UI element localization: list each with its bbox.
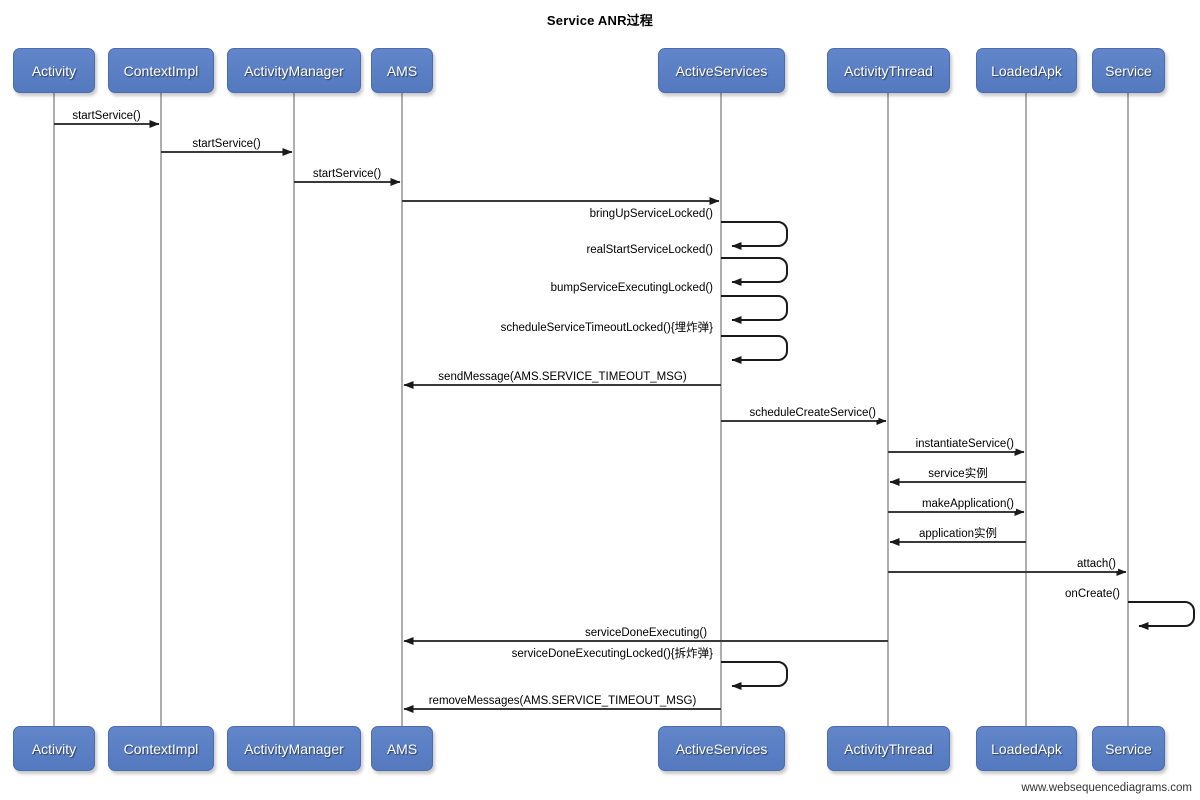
message-label-m12: service实例: [926, 468, 990, 481]
participant-activitythread-top[interactable]: ActivityThread: [827, 48, 950, 93]
participant-label: Service: [1105, 740, 1152, 757]
participant-label: ContextImpl: [123, 62, 199, 79]
participant-service-bottom[interactable]: Service: [1092, 726, 1165, 771]
message-label-m10: scheduleCreateService(): [747, 407, 878, 420]
message-label-m15: attach(): [1075, 558, 1118, 571]
participant-label: Service: [1105, 62, 1152, 79]
message-label-m17: serviceDoneExecuting(): [582, 627, 710, 640]
message-label-m16: onCreate(): [1063, 588, 1122, 601]
participant-label: Activity: [31, 62, 77, 79]
participant-activitymanager-top[interactable]: ActivityManager: [227, 48, 361, 93]
participant-activeservices-bottom[interactable]: ActiveServices: [658, 726, 785, 771]
participant-label: LoadedApk: [991, 62, 1062, 79]
page-title: Service ANR过程: [546, 13, 654, 28]
participant-activity-top[interactable]: Activity: [13, 48, 95, 93]
participant-activitythread-bottom[interactable]: ActivityThread: [827, 726, 950, 771]
footer-credit: www.websequencediagrams.com: [1021, 782, 1192, 794]
participant-contextimpl-top[interactable]: ContextImpl: [108, 48, 214, 93]
arrows-group: [54, 120, 1195, 713]
participant-label: ActivityThread: [844, 740, 933, 757]
message-label-m18: serviceDoneExecutingLocked(){拆炸弹}: [509, 648, 715, 661]
message-label-m9: sendMessage(AMS.SERVICE_TIMEOUT_MSG): [436, 371, 689, 384]
participant-ams-top[interactable]: AMS: [371, 48, 433, 93]
message-label-m14: application实例: [917, 528, 999, 541]
participant-service-top[interactable]: Service: [1092, 48, 1165, 93]
participant-label: ActiveServices: [675, 62, 768, 79]
message-label-m2: startService(): [190, 138, 263, 151]
participant-activitymanager-bottom[interactable]: ActivityManager: [227, 726, 361, 771]
participant-label: ActivityThread: [844, 62, 933, 79]
participant-loadedapk-bottom[interactable]: LoadedApk: [976, 726, 1077, 771]
participant-activeservices-top[interactable]: ActiveServices: [658, 48, 785, 93]
participant-label: AMS: [386, 62, 418, 79]
message-label-m19: removeMessages(AMS.SERVICE_TIMEOUT_MSG): [426, 695, 699, 708]
self-message-m5: [721, 221, 788, 250]
message-label-m1: startService(): [70, 110, 143, 123]
participant-label: LoadedApk: [991, 740, 1062, 757]
participant-label: ActivityManager: [244, 740, 344, 757]
participant-label: ContextImpl: [123, 740, 199, 757]
message-label-m5: bringUpServiceLocked(): [587, 208, 715, 221]
participant-ams-bottom[interactable]: AMS: [371, 726, 433, 771]
participant-label: ActiveServices: [675, 740, 768, 757]
message-label-m7: bumpServiceExecutingLocked(): [548, 282, 715, 295]
participant-label: ActivityManager: [244, 62, 344, 79]
message-label-m6: realStartServiceLocked(): [584, 244, 715, 257]
self-message-m7: [721, 295, 788, 324]
participant-contextimpl-bottom[interactable]: ContextImpl: [108, 726, 214, 771]
message-label-m13: makeApplication(): [919, 498, 1016, 511]
self-message-m8: [721, 335, 788, 364]
message-label-m8: scheduleServiceTimeoutLocked(){埋炸弹}: [498, 322, 715, 335]
participant-label: Activity: [31, 740, 77, 757]
participant-label: AMS: [386, 740, 418, 757]
message-label-m11: instantiateService(): [913, 438, 1016, 451]
participant-activity-bottom[interactable]: Activity: [13, 726, 95, 771]
self-message-m18: [721, 661, 788, 690]
self-message-m16: [1128, 601, 1195, 630]
self-message-m6: [721, 257, 788, 286]
lifelines-group: [53, 93, 1129, 726]
participant-loadedapk-top[interactable]: LoadedApk: [976, 48, 1077, 93]
message-label-m3: startService(): [310, 168, 384, 181]
